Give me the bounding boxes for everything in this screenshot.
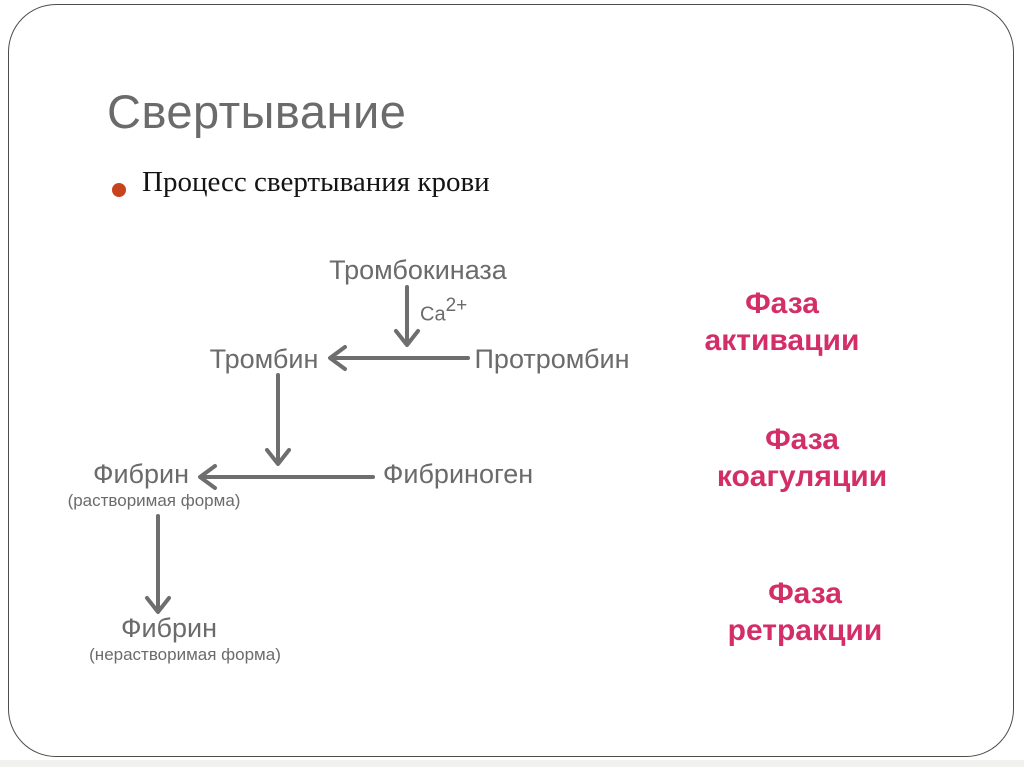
slide-rounded-border <box>8 4 1014 757</box>
bullet-dot-icon <box>112 183 126 197</box>
phase-retraction-line2: ретракции <box>727 614 883 647</box>
ca-superscript: 2+ <box>445 295 468 316</box>
node-trombin: Тромбин <box>209 344 319 374</box>
phase-label-retraction: Фаза ретракции <box>705 575 905 649</box>
phase-label-activation: Фаза активации <box>682 285 882 359</box>
node-protrombin: Протромбин <box>474 344 630 374</box>
node-fibrinogen: Фибриноген <box>382 459 534 489</box>
phase-coagulation-line2: коагуляции <box>716 460 888 493</box>
phase-coagulation-line1: Фаза <box>765 423 839 456</box>
ca-ion-label: Ca2+ <box>420 295 468 327</box>
phase-retraction-line1: Фаза <box>768 577 842 610</box>
node-fibrin-soluble: Фибрин <box>92 459 190 489</box>
slide-bottom-strip <box>0 760 1024 767</box>
node-fibrin-soluble-sublabel: (растворимая форма) <box>67 491 241 510</box>
bullet-item-text: Процесс свертывания крови <box>142 166 490 198</box>
phase-activation-line1: Фаза <box>745 287 819 320</box>
node-fibrin-insoluble: Фибрин <box>120 613 218 643</box>
ca-base: Ca <box>420 303 446 326</box>
node-fibrin-insoluble-sublabel: (нерастворимая форма) <box>89 645 281 664</box>
phase-label-coagulation: Фаза коагуляции <box>702 421 902 495</box>
node-trombokinaza: Тромбокиназа <box>329 255 507 285</box>
phase-activation-line2: активации <box>704 324 860 357</box>
slide-title: Свертывание <box>107 85 407 138</box>
